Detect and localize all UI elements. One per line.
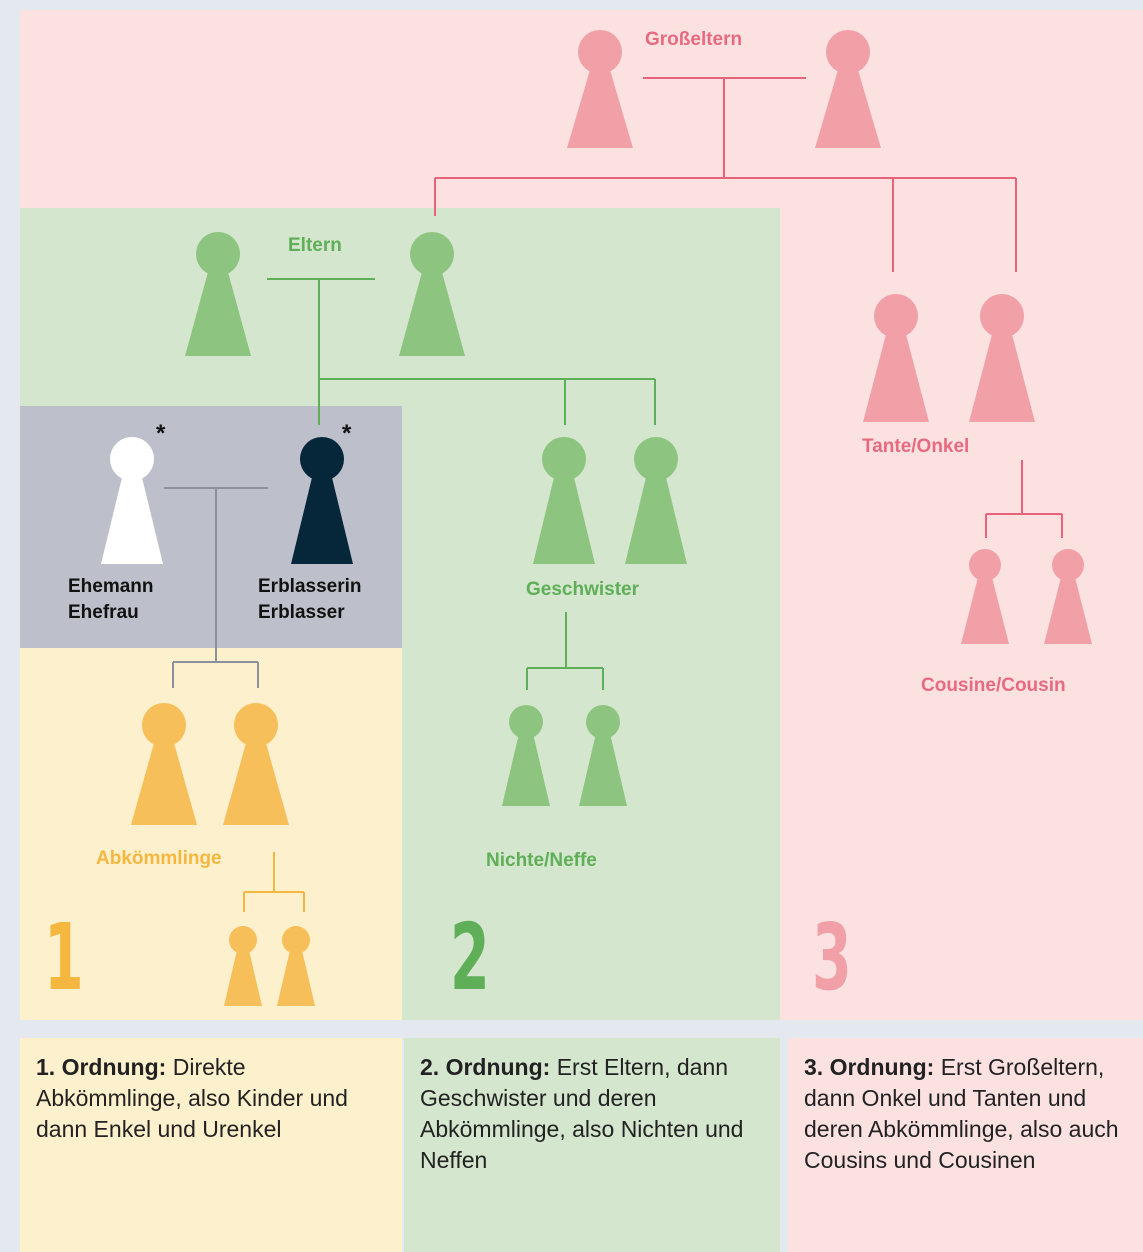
parent-pawn-2 (399, 232, 465, 356)
parents-label: Eltern (288, 235, 342, 256)
descendant-pawn-2 (223, 703, 289, 825)
testator-label-female: Erblasserin (258, 576, 362, 597)
spouse-label-wife: Ehefrau (68, 602, 139, 623)
order-3-text: Erst Groß­eltern, dann Onkel und Tanten … (804, 1054, 1119, 1173)
order-2-text: Erst Eltern, dann Geschwister und deren … (420, 1054, 744, 1173)
order-1-title: 1. Ordnung: (36, 1054, 167, 1080)
aunt-uncle-pawn-2 (969, 294, 1035, 422)
aunt-uncle-label: Tante/Onkel (862, 436, 970, 457)
order-2-description: 2. Ordnung: Erst Eltern, dann Geschwiste… (404, 1038, 780, 1252)
cousin-label: Cousine/Cousin (921, 675, 1066, 696)
sibling-pawn-2 (625, 437, 687, 564)
grandchild-pawn-1 (224, 926, 262, 1006)
spouse-label-husband: Ehemann (68, 576, 154, 597)
niece-nephew-pawn-1 (502, 705, 550, 806)
order-1-text: Direkte Abkömmlinge, also Kinder und dan… (36, 1054, 348, 1142)
descendant-pawn-1 (131, 703, 197, 825)
cousin-pawn-2 (1044, 549, 1092, 644)
niece-nephew-label: Nichte/Neffe (486, 850, 597, 871)
order-number-3: 3 (812, 904, 852, 1011)
order-1-description: 1. Ordnung: Direkte Abkömmlinge, also Ki… (20, 1038, 402, 1252)
grandparent-pawn-1 (567, 30, 633, 148)
testator-pawn (291, 437, 353, 564)
testator-asterisk: * (342, 420, 352, 447)
spouse-pawn (101, 437, 163, 564)
grandchild-pawn-2 (277, 926, 315, 1006)
spouse-asterisk: * (156, 420, 166, 447)
aunt-uncle-pawn-1 (863, 294, 929, 422)
grandparent-pawn-2 (815, 30, 881, 148)
first-order-zone (20, 648, 402, 1020)
descendants-label: Abkömmlinge (96, 848, 222, 869)
niece-nephew-pawn-2 (579, 705, 627, 806)
sibling-pawn-1 (533, 437, 595, 564)
order-3-description: 3. Ordnung: Erst Groß­eltern, dann Onkel… (788, 1038, 1143, 1252)
parent-pawn-1 (185, 232, 251, 356)
grandparents-label: Großeltern (645, 29, 743, 50)
order-number-2: 2 (450, 904, 490, 1011)
testator-label-male: Erblasser (258, 602, 345, 623)
order-2-title: 2. Ordnung: (420, 1054, 551, 1080)
cousin-pawn-1 (961, 549, 1009, 644)
siblings-label: Geschwister (526, 579, 639, 600)
order-number-1: 1 (44, 904, 84, 1011)
order-3-title: 3. Ordnung: (804, 1054, 935, 1080)
